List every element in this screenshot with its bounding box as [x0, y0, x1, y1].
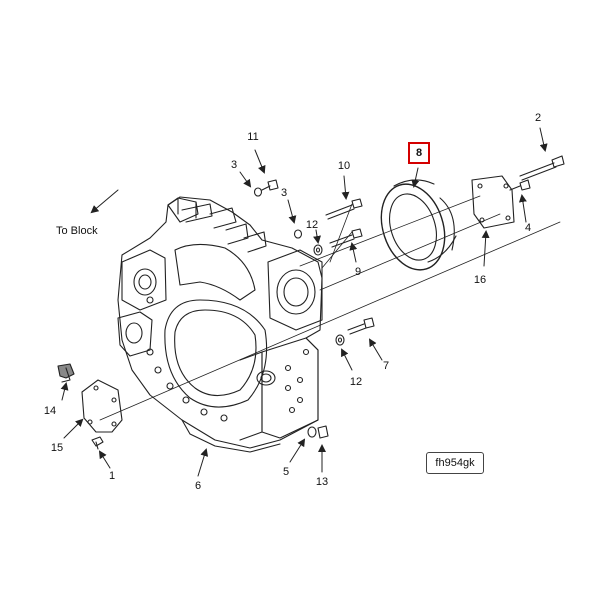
callout-12-upper: 12 [305, 219, 319, 231]
washer-part-5 [307, 426, 317, 438]
callout-6: 6 [194, 480, 202, 492]
callout-11: 11 [247, 131, 259, 143]
screw-part-4 [509, 179, 531, 191]
bolt-part-7 [347, 317, 375, 335]
bolt-part-10 [325, 198, 363, 220]
figure-reference-code: fh954gk [426, 452, 484, 474]
washer-upper [313, 244, 323, 256]
washer-lower [335, 334, 345, 346]
callout-12-lower: 12 [349, 376, 363, 388]
callout-7: 7 [382, 360, 390, 372]
callout-13: 13 [315, 476, 329, 488]
washer-part-3-lower [293, 229, 303, 239]
clip-part [57, 363, 75, 383]
callout-4: 4 [524, 222, 532, 234]
alignment-lines [99, 195, 561, 421]
callout-3-lower: 3 [280, 187, 288, 199]
callout-2: 2 [534, 112, 542, 124]
bolt-part-2 [519, 155, 565, 181]
seal-ring [380, 179, 457, 271]
to-block-label: To Block [56, 225, 98, 237]
plug-part-13 [317, 425, 329, 439]
cover-plate [81, 379, 123, 433]
flywheel-housing [117, 196, 323, 453]
callout-10: 10 [337, 160, 351, 172]
callout-16: 16 [473, 274, 487, 286]
cover-plate-right [471, 175, 515, 229]
callout-15: 15 [50, 442, 64, 454]
leader-arrows [60, 127, 548, 477]
callout-5: 5 [282, 466, 290, 478]
bolt-part-9 [329, 228, 363, 248]
screw-part-1 [91, 436, 104, 450]
callout-14: 14 [43, 405, 57, 417]
fastener-part-11 [261, 179, 279, 191]
callout-8-highlighted: 8 [408, 142, 430, 164]
callout-3-upper: 3 [230, 159, 238, 171]
callout-1: 1 [108, 470, 116, 482]
washer-part-3-upper [253, 187, 263, 197]
callout-9: 9 [354, 266, 362, 278]
